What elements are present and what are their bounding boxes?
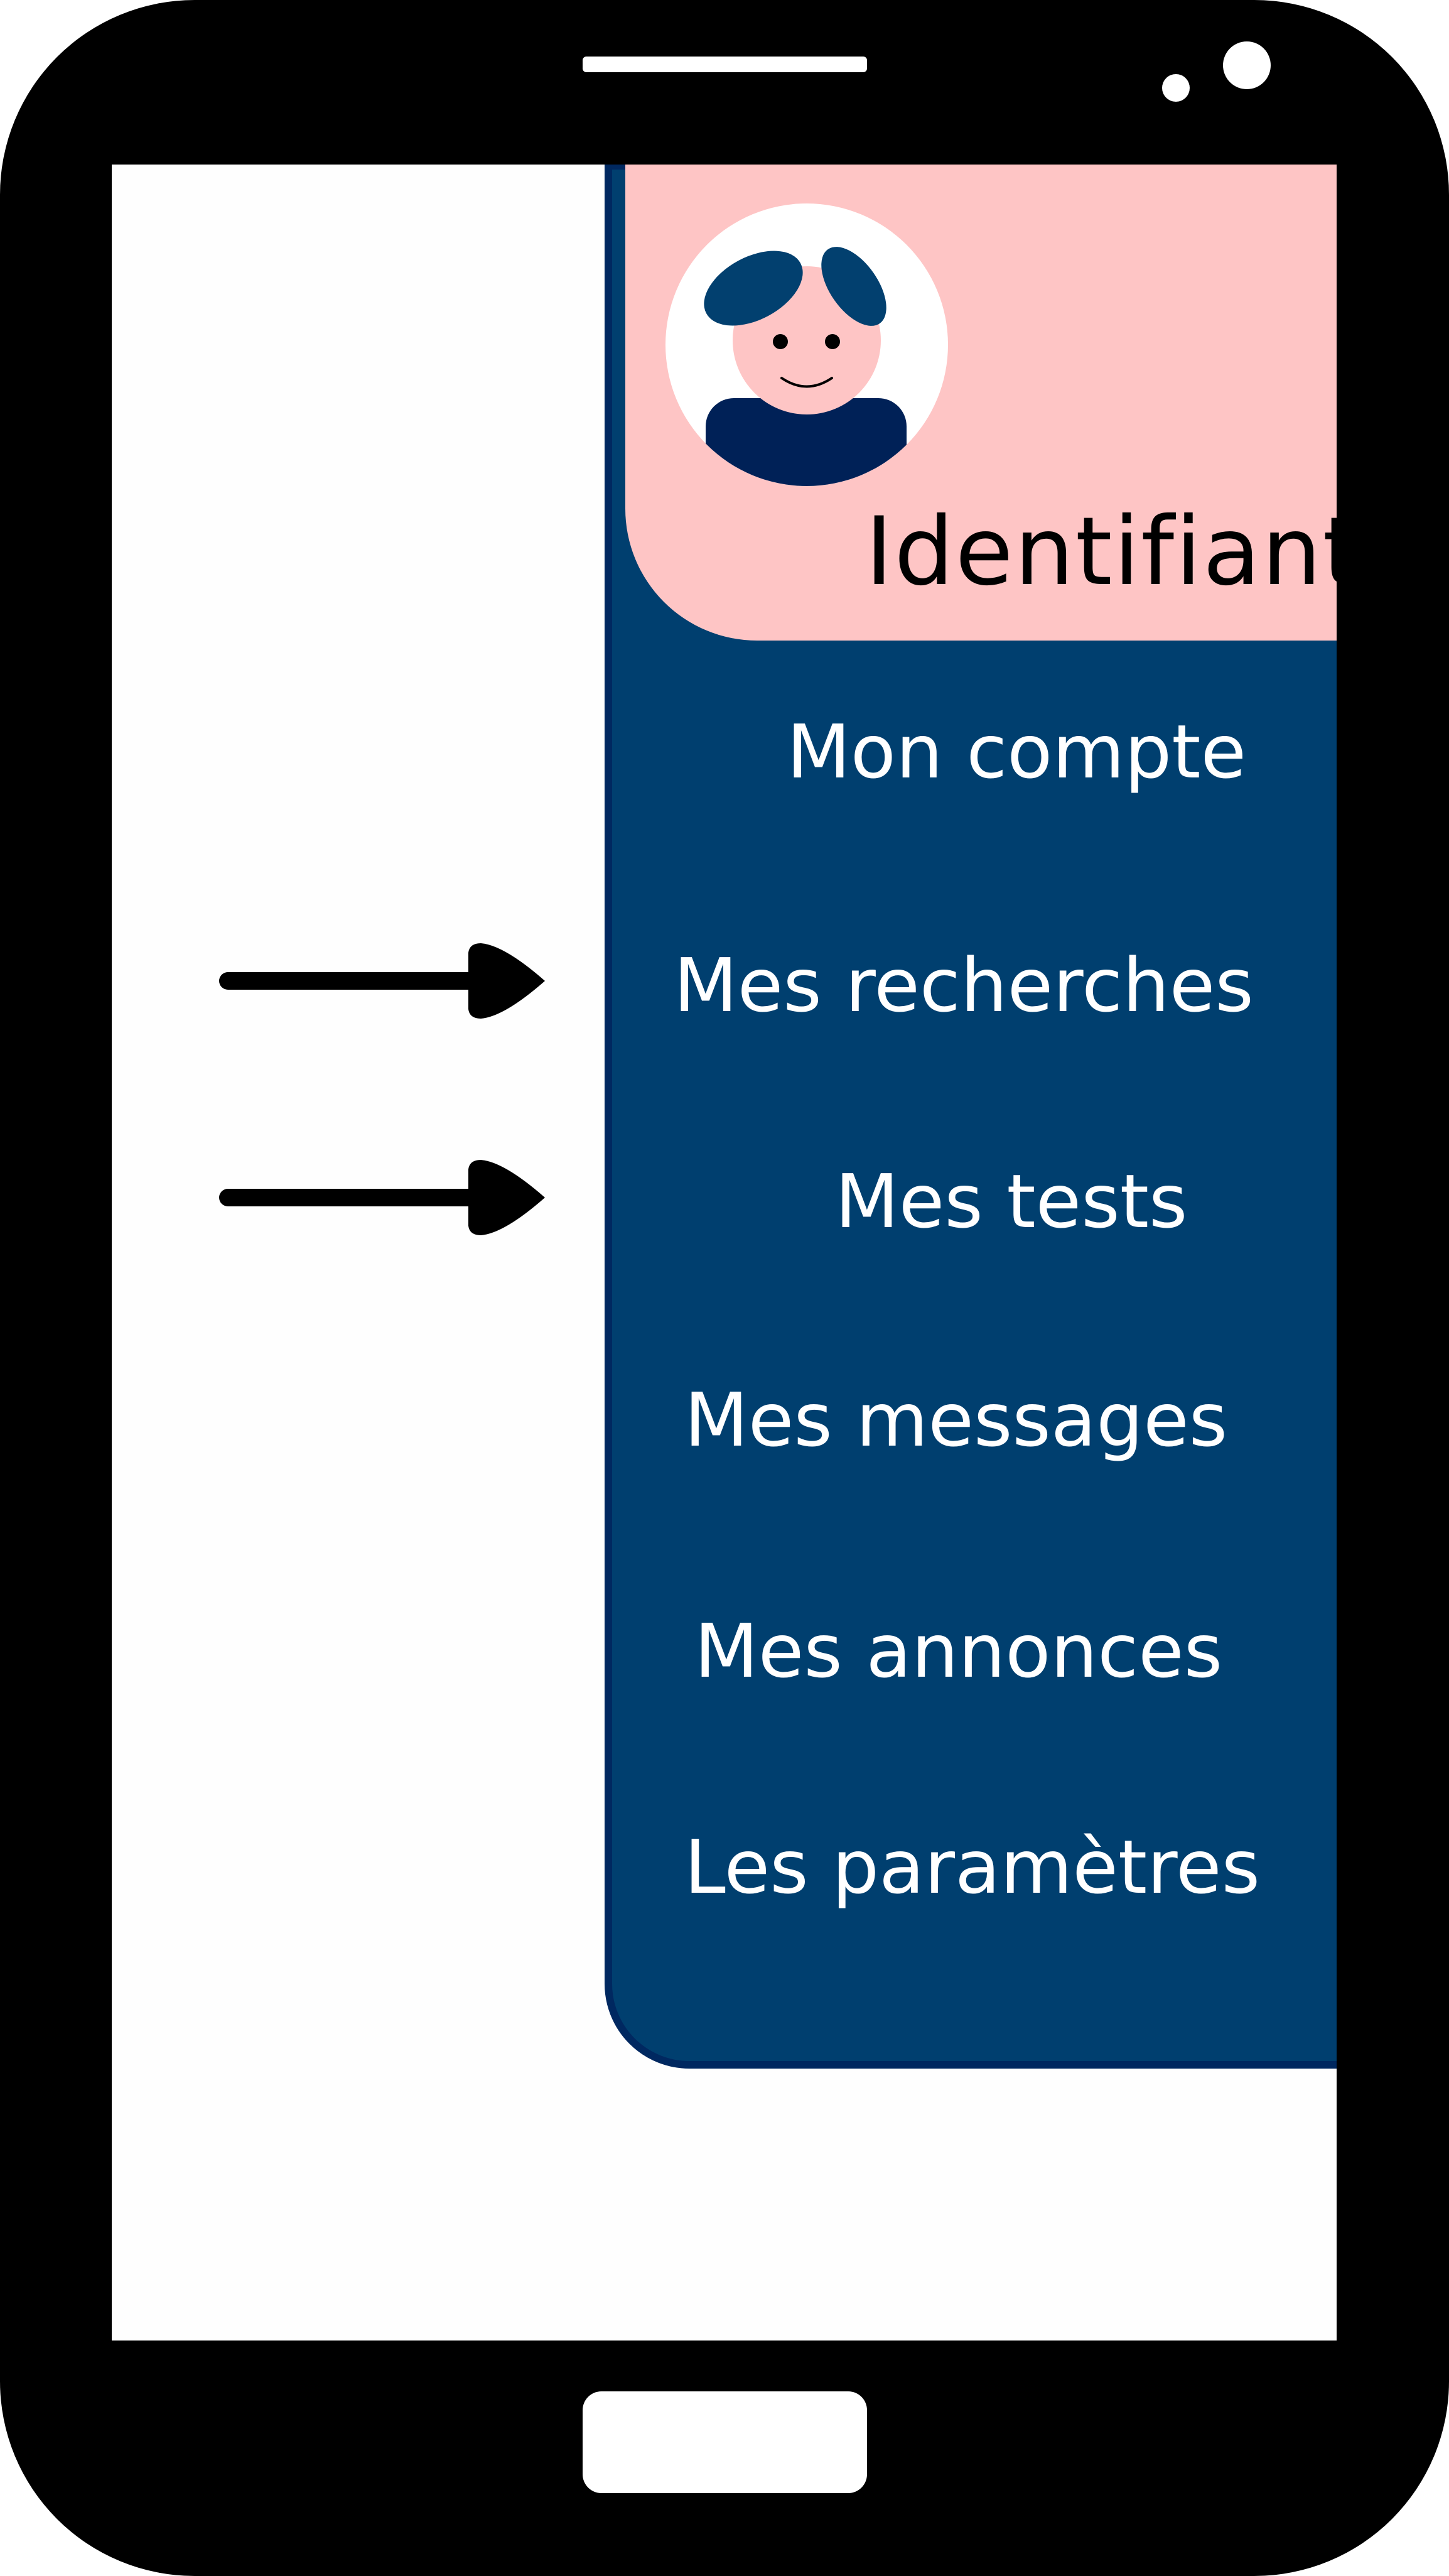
menu-item-mon-compte[interactable]: Mon compte <box>787 708 1247 795</box>
home-button[interactable] <box>583 2391 867 2493</box>
menu-item-mes-recherches[interactable]: Mes recherches <box>674 942 1254 1029</box>
front-sensor <box>1162 74 1190 102</box>
menu-item-les-parametres[interactable]: Les paramètres <box>684 1824 1261 1910</box>
phone-screen: Identifiant Mon compte Mes recherches Me… <box>112 165 1337 2341</box>
speaker-grille <box>583 57 867 72</box>
user-avatar-icon[interactable] <box>665 203 948 486</box>
profile-username: Identifiant <box>865 497 1337 607</box>
arrow-right-icon <box>219 943 545 1019</box>
arrow-right-icon <box>219 1160 545 1235</box>
menu-item-mes-tests[interactable]: Mes tests <box>835 1158 1188 1245</box>
menu-item-mes-annonces[interactable]: Mes annonces <box>694 1608 1223 1694</box>
menu-item-mes-messages[interactable]: Mes messages <box>684 1377 1228 1463</box>
front-camera <box>1223 41 1271 89</box>
